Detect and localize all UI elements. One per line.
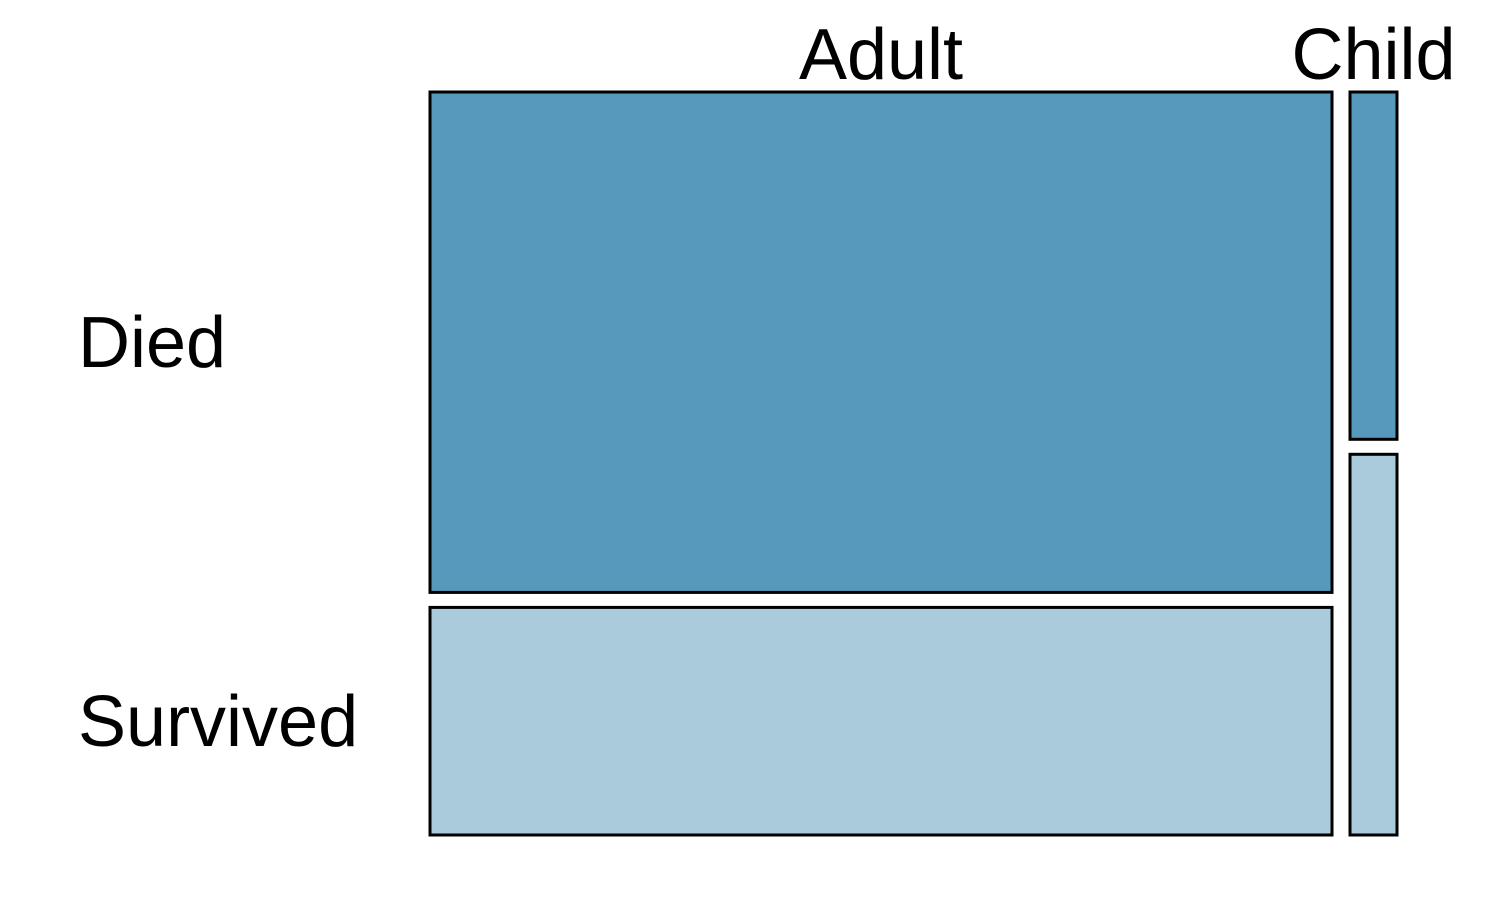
tile-child-survived	[1348, 452, 1399, 837]
row-label-died: Died	[78, 303, 226, 383]
tile-child-died	[1348, 90, 1399, 441]
tile-adult-died	[428, 90, 1334, 594]
row-label-survived: Survived	[78, 682, 358, 762]
column-label-child: Child	[1291, 15, 1455, 95]
tile-adult-survived	[428, 605, 1334, 837]
column-label-adult: Adult	[799, 15, 963, 95]
mosaic-tiles	[428, 90, 1399, 837]
column-labels: Adult Child	[799, 15, 1456, 95]
